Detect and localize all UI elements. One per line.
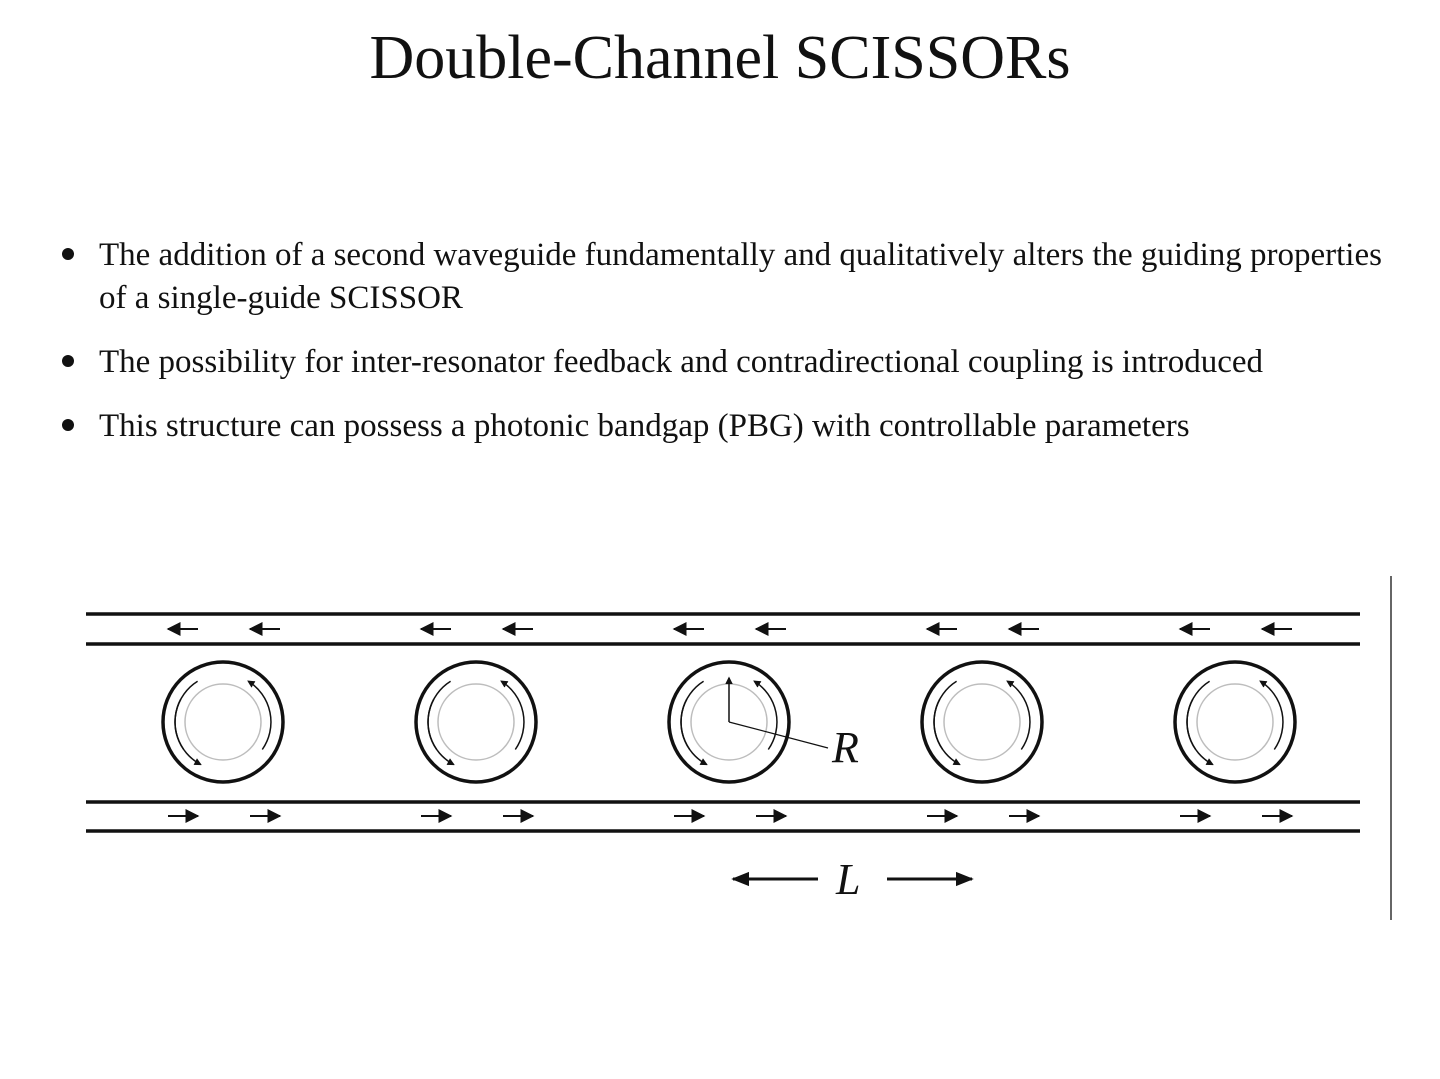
ring-circulation-arrow <box>247 680 272 750</box>
ring-circulation-arrow <box>1006 680 1031 750</box>
ring-outer <box>414 660 538 784</box>
ring-outer <box>667 660 791 784</box>
ring-circulation-arrow <box>1186 699 1214 766</box>
bullet-text: The possibility for inter-resonator feed… <box>99 344 1264 380</box>
ring-circulation-arrow <box>500 680 525 750</box>
ring-outer <box>920 660 1044 784</box>
bullet-text: The addition of a second waveguide funda… <box>99 237 1382 316</box>
bullet-item: The possibility for inter-resonator feed… <box>62 341 1402 384</box>
bullet-dot-icon <box>62 355 74 367</box>
ring-inner <box>437 683 515 761</box>
top-waveguide <box>86 612 1360 646</box>
bullet-dot-icon <box>62 419 74 431</box>
slide-title: Double-Channel SCISSORs <box>369 24 1071 92</box>
spacing-label: L <box>835 855 860 904</box>
ring-circulation-arrow <box>680 699 708 766</box>
ring-resonator <box>1173 660 1297 784</box>
ring-outer <box>161 660 285 784</box>
bullet-text: This structure can possess a photonic ba… <box>99 408 1190 444</box>
ring-circulation-arrow <box>174 699 202 766</box>
ring-resonator <box>414 660 538 784</box>
bullet-item: The addition of a second waveguide funda… <box>62 234 1402 320</box>
ring-circulation-arrow <box>1259 680 1284 750</box>
ring-inner <box>1196 683 1274 761</box>
bullet-item: This structure can possess a photonic ba… <box>62 405 1402 448</box>
spacing-indicator: L <box>731 855 974 904</box>
radius-label: R <box>831 723 859 772</box>
bullet-list: The addition of a second waveguide funda… <box>62 234 1402 469</box>
ring-inner <box>943 683 1021 761</box>
bullet-dot-icon <box>62 248 74 260</box>
ring-resonator <box>161 660 285 784</box>
radius-indicator: R <box>725 676 859 772</box>
ring-outer <box>1173 660 1297 784</box>
ring-inner <box>184 683 262 761</box>
ring-circulation-arrow <box>933 699 961 766</box>
ring-resonator <box>920 660 1044 784</box>
scissor-diagram: R L <box>86 576 1392 920</box>
ring-circulation-arrow <box>427 699 455 766</box>
ring-circulation-arrow <box>753 680 778 750</box>
bottom-waveguide <box>86 800 1360 833</box>
